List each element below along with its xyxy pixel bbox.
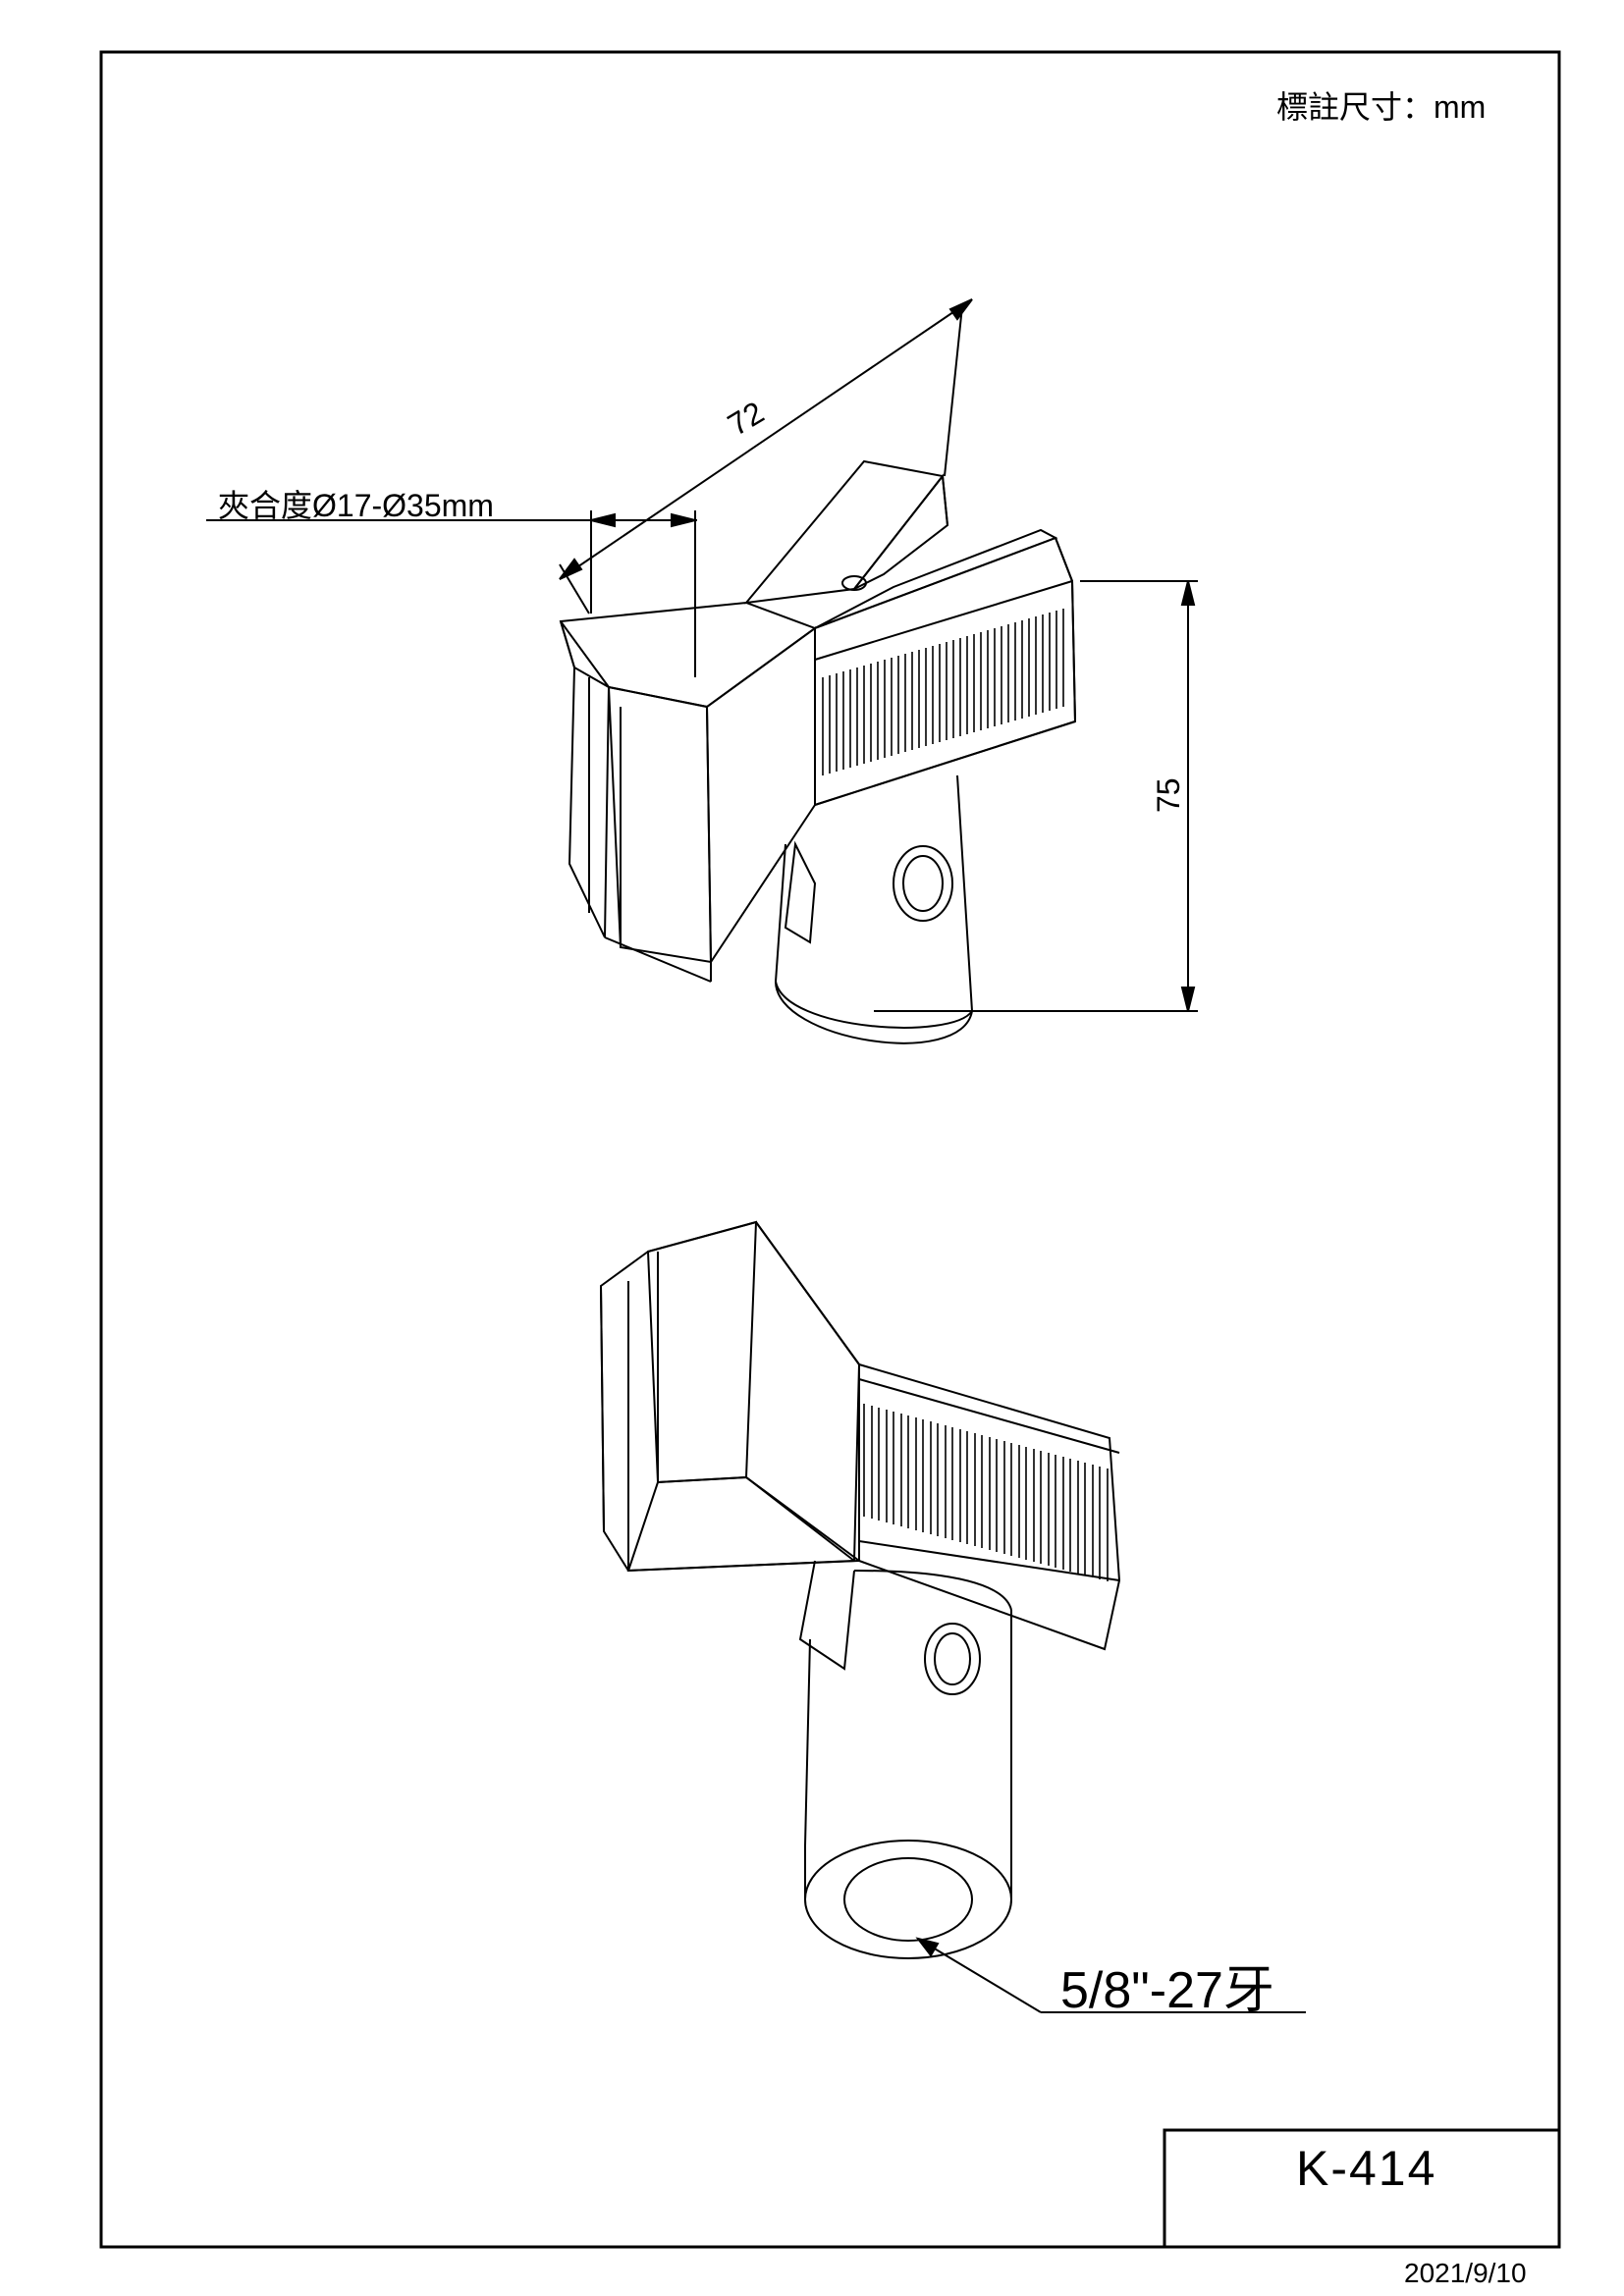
model-number: K-414 <box>1296 2141 1437 2196</box>
bottom-view <box>601 1222 1306 2012</box>
drawing-border <box>101 52 1559 2247</box>
thread-spec-label: 5/8"-27牙 <box>1060 1962 1274 2019</box>
units-note: 標註尺寸：mm <box>1276 89 1487 125</box>
title-block <box>1164 2130 1559 2247</box>
drawing-date: 2021/9/10 <box>1404 2258 1527 2288</box>
height-dimension-label: 75 <box>1151 777 1186 813</box>
clamp-range-label: 夾合度Ø17-Ø35mm <box>218 488 494 523</box>
top-view <box>206 299 1198 1043</box>
